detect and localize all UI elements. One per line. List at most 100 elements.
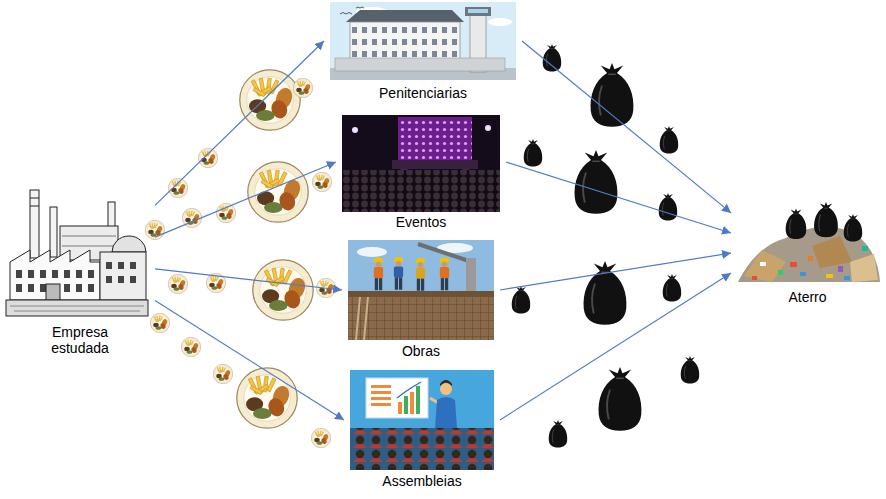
audience [350,428,494,470]
cloud [488,18,512,26]
meeting-illustration [350,370,494,470]
tower-glass [468,9,488,13]
ladder [356,297,360,340]
waste-bit [752,276,757,280]
window [76,284,82,292]
window [28,270,34,278]
small-plate [311,428,331,448]
window [64,270,70,278]
waste-bit [844,276,850,280]
small-plate [293,78,313,98]
garbage-bag [543,44,561,71]
dome [112,236,146,252]
board-line [371,391,391,394]
cardboard [744,250,786,282]
flow-arrow [500,253,731,290]
window [16,284,22,292]
scaffold [348,295,494,340]
spotlight [352,127,358,133]
node-label: Eventos [340,214,502,230]
window [118,276,124,283]
flow-arrow [155,269,342,290]
window [76,270,82,278]
sky [348,240,494,340]
garbage-bag [599,367,642,431]
crowd [342,170,500,212]
door [46,284,60,300]
chimney [30,190,39,258]
node-label: Penitenciarias [328,85,518,101]
factory-illustration [6,190,148,316]
presenter-head [440,383,452,395]
worker [374,258,383,291]
garbage-bag [512,286,530,313]
flow-arrow [155,41,324,205]
garbage-bag [660,126,678,153]
tower-cab [465,7,491,16]
window [106,262,112,269]
event-illustration [342,115,500,212]
sawtooth-hall [10,250,100,300]
ground [6,300,148,316]
board-line [371,397,391,400]
node-box: Assembleias [344,370,500,491]
worker [394,257,403,290]
waste-bit [790,262,797,267]
spotlight [485,125,491,131]
stage [392,160,478,169]
waste-bit [826,274,833,278]
cardboard [812,236,852,268]
window [88,270,94,278]
node-label: Empresa estudada [35,324,125,356]
windows [352,24,458,60]
window [106,276,112,283]
waste-bit [808,256,813,261]
sky [330,2,516,80]
flow-arrow [155,301,344,420]
presenter-hair [440,380,452,386]
garbage-bags [512,44,699,447]
hall [342,115,500,212]
waste-bit [800,272,806,276]
small-plate [168,178,188,198]
small-plate [312,172,332,192]
roof [346,10,464,22]
small-plate [198,148,218,168]
hatch [62,236,116,246]
waste-bit [778,270,783,275]
node-label: Obras [346,343,496,359]
meals [145,70,336,448]
construction-illustration [348,240,494,340]
cloud [357,247,387,257]
landfill-illustration [738,202,880,282]
garbage-bag [844,214,862,241]
cardboard [850,254,878,282]
board [366,378,428,418]
garbage-bag [524,139,542,166]
presenter-body [435,397,457,428]
bird [340,13,352,15]
garbage-bag [681,356,699,383]
small-plate [213,364,233,384]
window [64,284,70,292]
bird [356,7,364,8]
meal-plate [237,368,297,428]
board-line [371,385,391,388]
small-plate [181,337,201,357]
node-label: Aterro [735,289,880,305]
window [88,284,94,292]
node-box: Aterro [731,200,884,307]
garbage-bag [549,420,567,447]
small-plate [216,203,236,223]
chart-bar [416,386,420,414]
garbage-bag [663,274,681,301]
room [350,370,494,470]
worker [416,258,425,291]
board-line [371,403,391,406]
waste-bit [760,262,766,266]
small-plate [168,274,188,294]
flow-arrow [506,162,731,233]
window [40,270,46,278]
